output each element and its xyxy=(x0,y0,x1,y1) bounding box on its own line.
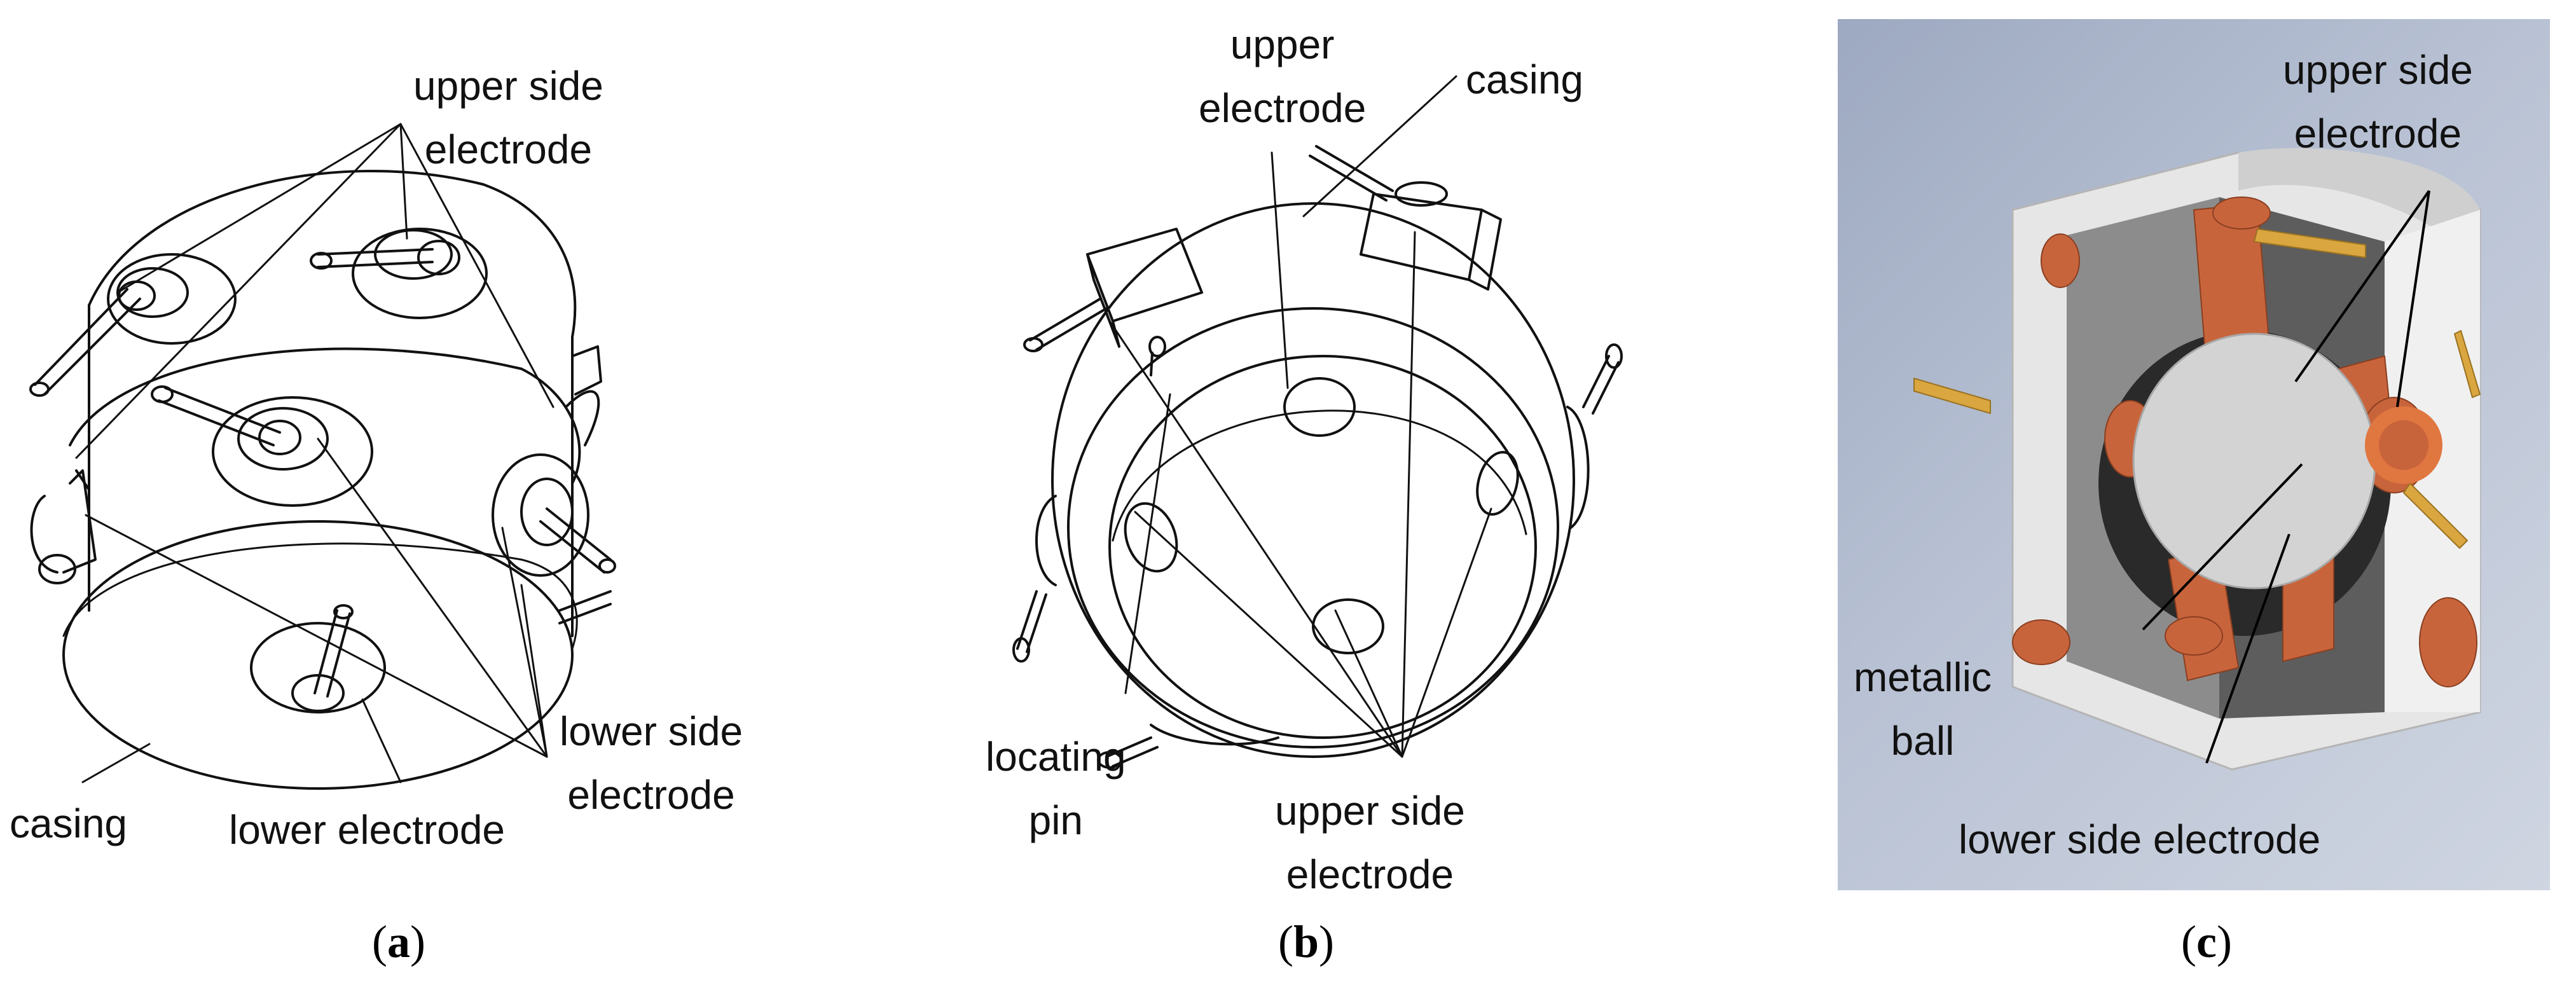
side-tab-right xyxy=(1566,343,1623,529)
upper-side-electrode-tab-left xyxy=(1023,228,1203,352)
casing-body xyxy=(62,170,581,790)
caption-c: (c) xyxy=(2181,916,2232,967)
label-lower-electrode-a: lower electrode xyxy=(229,807,505,853)
side-electrode-front xyxy=(151,385,373,507)
casing-sphere xyxy=(1051,202,1575,758)
label-metallic-ball-c: metallic ball xyxy=(1854,654,1992,764)
caption-a: (a) xyxy=(372,916,425,967)
leader-lines-c xyxy=(2142,189,2430,764)
upper-electrode-hole xyxy=(1283,377,1356,437)
label-locating-pin-b: locating pin xyxy=(986,734,1126,843)
label-lower-side-electrode-a: lower side electrode xyxy=(560,708,743,818)
side-tab-left xyxy=(1012,495,1057,663)
label-upper-side-electrode-c: upper side electrode xyxy=(2283,47,2473,156)
locating-pin xyxy=(1148,336,1166,376)
upper-side-electrode-hole-2 xyxy=(1476,451,1519,516)
side-electrode-right xyxy=(492,345,616,624)
brass-tabs xyxy=(1913,228,2481,549)
panel-a-drawing xyxy=(29,123,616,790)
label-upper-side-electrode-b: upper side electrode xyxy=(1275,788,1465,897)
label-casing-b: casing xyxy=(1466,57,1583,102)
lower-electrode xyxy=(250,604,386,713)
panel-c-render xyxy=(1913,148,2481,771)
panel-c: upper side electrode metallic ball lower… xyxy=(1647,0,2576,992)
metallic-ball xyxy=(2132,333,2376,589)
leader-lines-b xyxy=(1108,75,1492,758)
leader-lines-a xyxy=(75,123,554,783)
upper-side-electrode-tab-right xyxy=(1309,145,1502,291)
label-lower-side-electrode-c: lower side electrode xyxy=(1959,816,2321,862)
label-casing-a: casing xyxy=(10,801,127,846)
side-tab-bottom xyxy=(1097,724,1279,769)
panel-a: upper side electrode lower side electrod… xyxy=(0,0,820,992)
upper-side-electrode-2 xyxy=(29,253,237,397)
caption-b: (b) xyxy=(1278,916,1335,967)
upper-side-electrode-1 xyxy=(310,228,488,319)
copper-ring xyxy=(2365,406,2442,484)
panel-b-drawing xyxy=(1012,75,1623,769)
panel-b: upper electrode casing locating pin uppe… xyxy=(820,0,1647,992)
upper-side-electrode-hole-1 xyxy=(1124,502,1178,573)
upper-side-electrode-hole-3 xyxy=(1312,598,1384,654)
side-electrode-left xyxy=(30,469,97,584)
label-upper-electrode-b: upper electrode xyxy=(1199,22,1367,131)
label-upper-side-electrode-a: upper side electrode xyxy=(413,63,603,172)
